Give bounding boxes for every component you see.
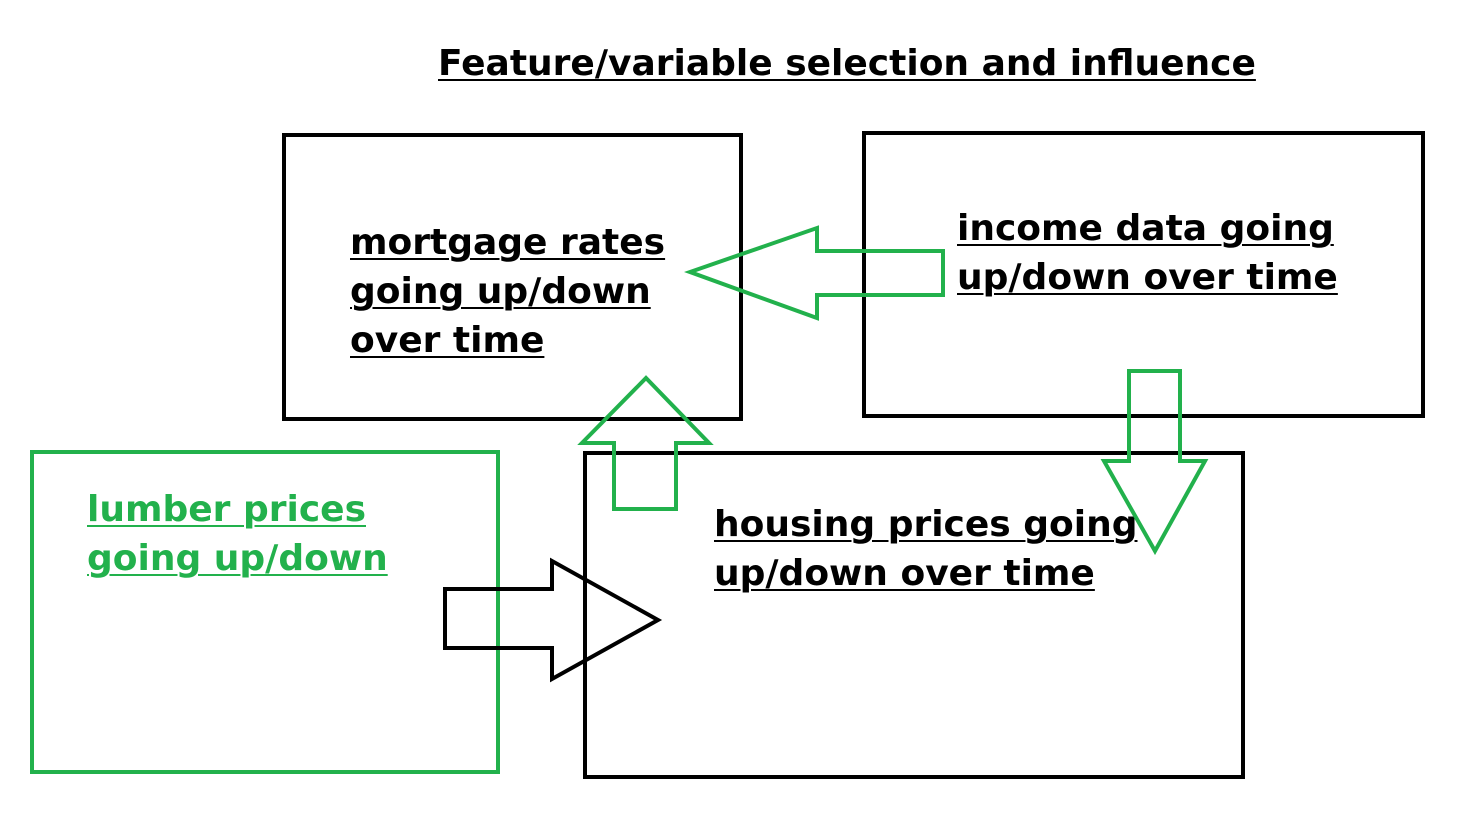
lumber-prices-label: lumber prices going up/down xyxy=(87,489,388,579)
income-data-label: income data going up/down over time xyxy=(957,208,1338,298)
diagram-title: Feature/variable selection and influence xyxy=(438,43,1256,84)
mortgage-rates-label: mortgage rates going up/down over time xyxy=(350,222,666,361)
housing-prices-label: housing prices going up/down over time xyxy=(714,504,1138,594)
